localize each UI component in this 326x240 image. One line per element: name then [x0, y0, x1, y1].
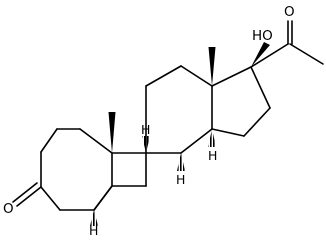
ring-b	[93, 152, 147, 211]
ketone-o-top-label: O	[284, 4, 295, 20]
h-c8-label: H	[176, 172, 185, 187]
hash-h-c5	[90, 210, 98, 226]
h-c9-label: H	[141, 122, 150, 137]
ring-a	[40, 128, 113, 211]
hash-h-c9	[142, 136, 150, 153]
ketone-o-ring-label: O	[3, 201, 14, 217]
methyl-c10	[108, 112, 116, 153]
h-c14-label: H	[208, 148, 217, 163]
ring-c	[145, 65, 213, 154]
hydroxyl-label: HO	[252, 28, 273, 44]
hash-h-c14	[208, 129, 216, 147]
c17-acetyl	[250, 20, 324, 68]
c3-ketone	[12, 182, 42, 207]
c17-hydroxyl-bond	[251, 42, 270, 67]
hash-h-c8	[177, 153, 185, 171]
h-c5-label: H	[89, 223, 98, 236]
ring-d	[211, 66, 271, 137]
methyl-c13	[208, 47, 216, 86]
